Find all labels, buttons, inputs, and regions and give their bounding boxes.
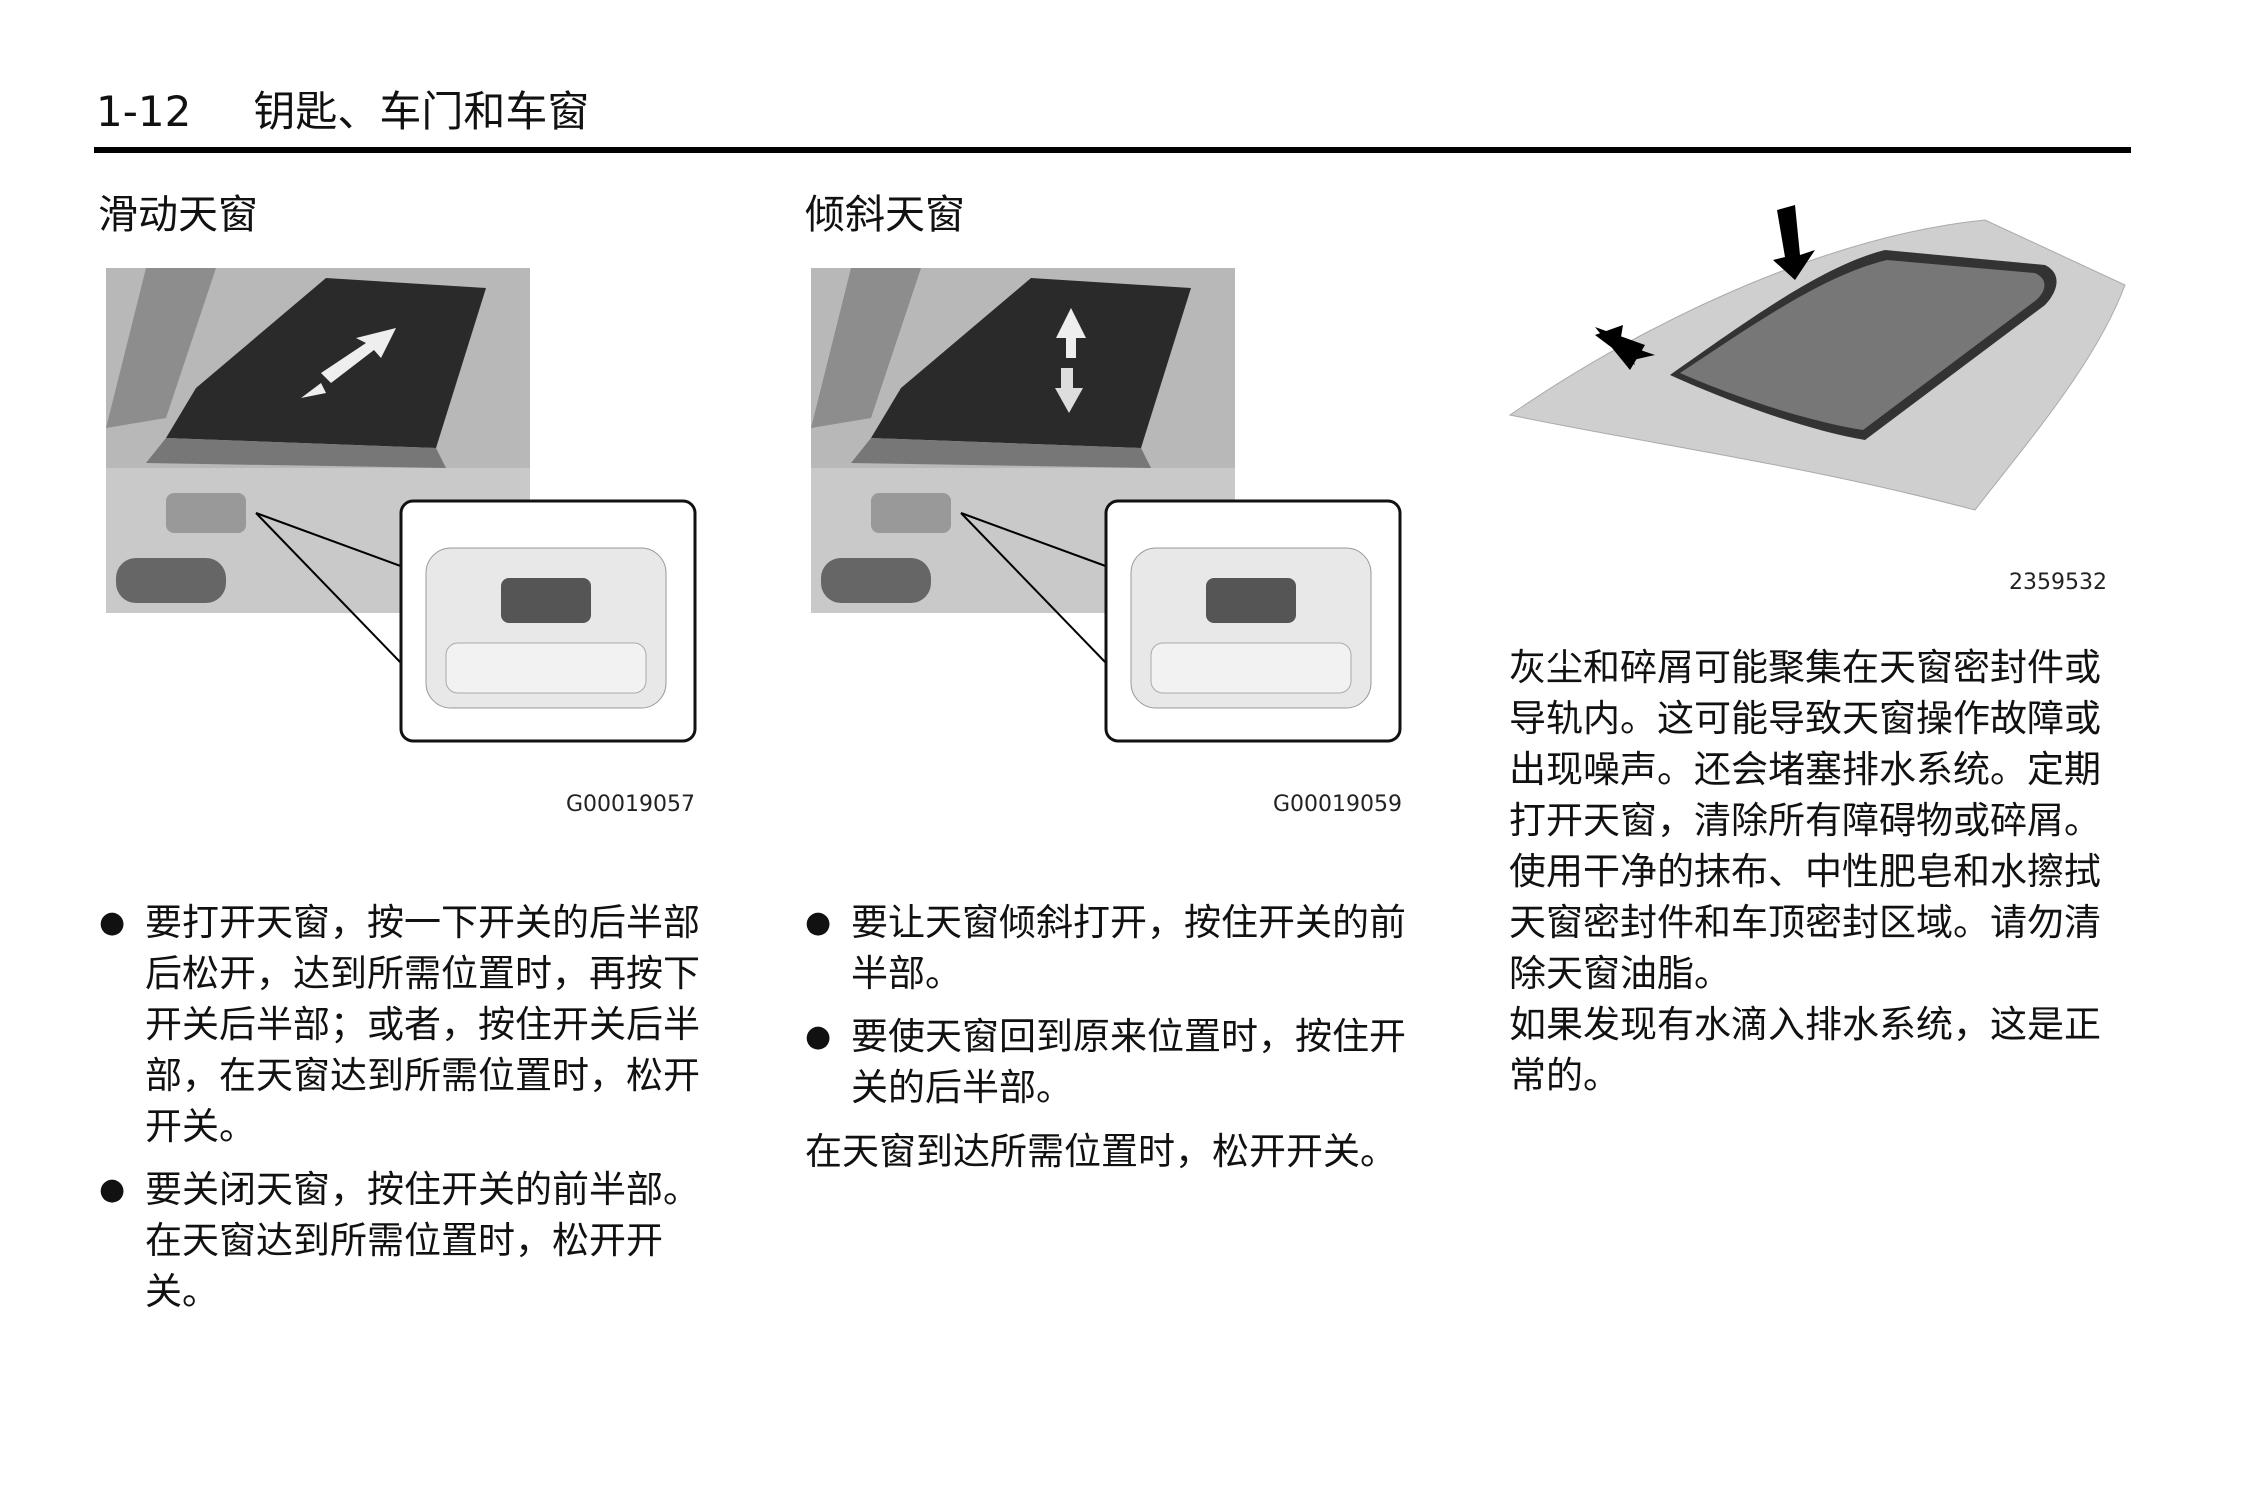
section-title-sliding: 滑动天窗 xyxy=(98,192,258,238)
list-item: ●要打开天窗，按一下开关的后半部后松开，达到所需位置时，再按下开关后半部；或者，… xyxy=(99,897,701,1152)
sliding-instructions: ●要打开天窗，按一下开关的后半部后松开，达到所需位置时，再按下开关后半部；或者，… xyxy=(99,897,701,1329)
header-divider xyxy=(94,147,2131,153)
list-item: ●要让天窗倾斜打开，按住开关的前半部。 xyxy=(805,897,1407,999)
figure-caption-tilt: G00019059 xyxy=(1272,792,1402,817)
chapter-title: 钥匙、车门和车窗 xyxy=(253,87,590,136)
page-header: 1-12 钥匙、车门和车窗 xyxy=(96,78,589,139)
page-number: 1-12 xyxy=(96,87,192,136)
sliding-sunroof-figure xyxy=(106,268,698,743)
maintenance-paragraph: 灰尘和碎屑可能聚集在天窗密封件或导轨内。这可能导致天窗操作故障或出现噪声。还会堵… xyxy=(1509,646,2101,995)
sunroof-seal-figure xyxy=(1505,195,2135,515)
tilt-sunroof-figure xyxy=(811,268,1403,743)
tilt-instructions: ●要让天窗倾斜打开，按住开关的前半部。 ●要使天窗回到原来位置时，按住开关的后半… xyxy=(805,897,1407,1125)
maintenance-text: 灰尘和碎屑可能聚集在天窗密封件或导轨内。这可能导致天窗操作故障或出现噪声。还会堵… xyxy=(1509,642,2131,1101)
bullet-icon: ● xyxy=(99,1172,126,1207)
bullet-icon: ● xyxy=(805,905,832,940)
bullet-icon: ● xyxy=(805,1019,832,1054)
figure-caption-sliding: G00019057 xyxy=(565,792,695,817)
list-item: ●要使天窗回到原来位置时，按住开关的后半部。 xyxy=(805,1011,1407,1113)
tilt-release-note: 在天窗到达所需位置时，松开开关。 xyxy=(805,1130,1397,1173)
bullet-icon: ● xyxy=(99,905,126,940)
figure-caption-seal: 2359532 xyxy=(2009,570,2107,595)
section-title-tilt: 倾斜天窗 xyxy=(805,192,965,238)
maintenance-paragraph: 如果发现有水滴入排水系统，这是正常的。 xyxy=(1509,1003,2101,1097)
list-item: ●要关闭天窗，按住开关的前半部。在天窗达到所需位置时，松开开关。 xyxy=(99,1164,701,1317)
